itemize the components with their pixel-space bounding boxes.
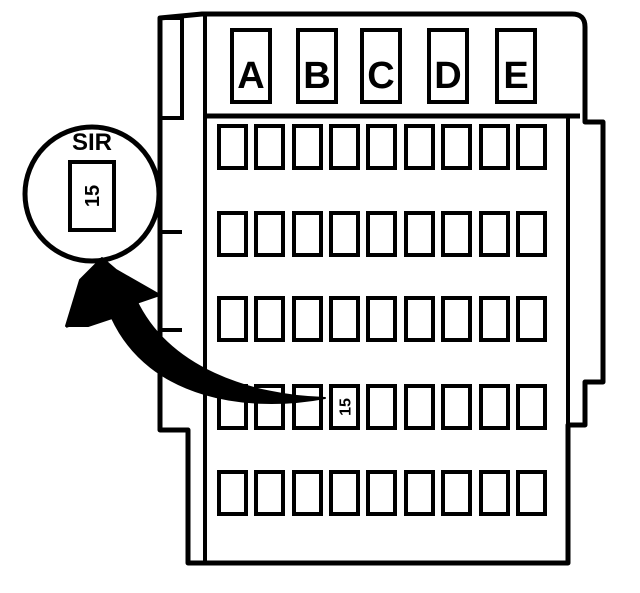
fuse-slot	[479, 384, 510, 430]
callout-label: SIR	[72, 129, 112, 156]
fuse-slot	[516, 384, 547, 430]
housing-left-tab	[160, 16, 184, 120]
fuse-slot	[516, 124, 547, 170]
housing-left-notch	[158, 230, 182, 332]
column-header-d: D	[434, 55, 461, 97]
highlighted-fuse-number: 15	[338, 398, 355, 416]
arrow-head	[66, 262, 160, 328]
fuse-slot	[404, 296, 435, 342]
fuse-slot	[254, 296, 285, 342]
fuse-slot	[329, 296, 360, 342]
fuse-slot	[441, 124, 472, 170]
fuse-slot	[329, 124, 360, 170]
fuse-slot	[404, 211, 435, 257]
fuse-slot	[441, 211, 472, 257]
fuse-slot	[254, 211, 285, 257]
column-header-c: C	[367, 55, 394, 97]
fuse-slot	[329, 211, 360, 257]
fuse-slot	[479, 470, 510, 516]
fuse-slot	[404, 470, 435, 516]
fuse-slot	[404, 124, 435, 170]
fuse-slot	[366, 470, 397, 516]
fuse-slot	[254, 124, 285, 170]
fuse-slot	[479, 296, 510, 342]
column-header-box-c	[360, 28, 402, 104]
fuse-slot	[516, 296, 547, 342]
fuse-slot	[217, 211, 248, 257]
column-header-box-e	[495, 28, 537, 104]
fuse-slot	[217, 296, 248, 342]
fuse-slot	[292, 470, 323, 516]
column-header-box-b	[296, 28, 338, 104]
fuse-slot	[479, 124, 510, 170]
fuse-slot	[292, 124, 323, 170]
column-header-e: E	[503, 55, 528, 97]
fuse-block-housing	[157, 11, 606, 566]
fuse-slot	[366, 124, 397, 170]
column-header-b: B	[303, 55, 330, 97]
fuse-slot-highlighted	[329, 384, 360, 430]
fuse-slot	[366, 296, 397, 342]
fuse-slot	[404, 384, 435, 430]
callout-fuse-number: 15	[82, 185, 104, 207]
fuse-slot	[479, 211, 510, 257]
callout-fuse	[68, 160, 116, 232]
column-header-a: A	[237, 55, 264, 97]
fuse-slot	[329, 470, 360, 516]
fuse-slot	[441, 470, 472, 516]
column-header-box-a	[230, 28, 272, 104]
fuse-slot	[516, 470, 547, 516]
fuse-slot	[292, 296, 323, 342]
fuse-slot	[292, 211, 323, 257]
fuse-slot	[217, 470, 248, 516]
fuse-slot	[366, 384, 397, 430]
fuse-slot	[217, 124, 248, 170]
fuse-slot	[441, 296, 472, 342]
fuse-slot	[441, 384, 472, 430]
fuse-slot	[516, 211, 547, 257]
fuse-slot	[254, 470, 285, 516]
column-header-box-d	[427, 28, 469, 104]
fuse-slot	[292, 384, 323, 430]
fuse-slot	[366, 211, 397, 257]
fuse-grid: 15	[217, 124, 547, 516]
